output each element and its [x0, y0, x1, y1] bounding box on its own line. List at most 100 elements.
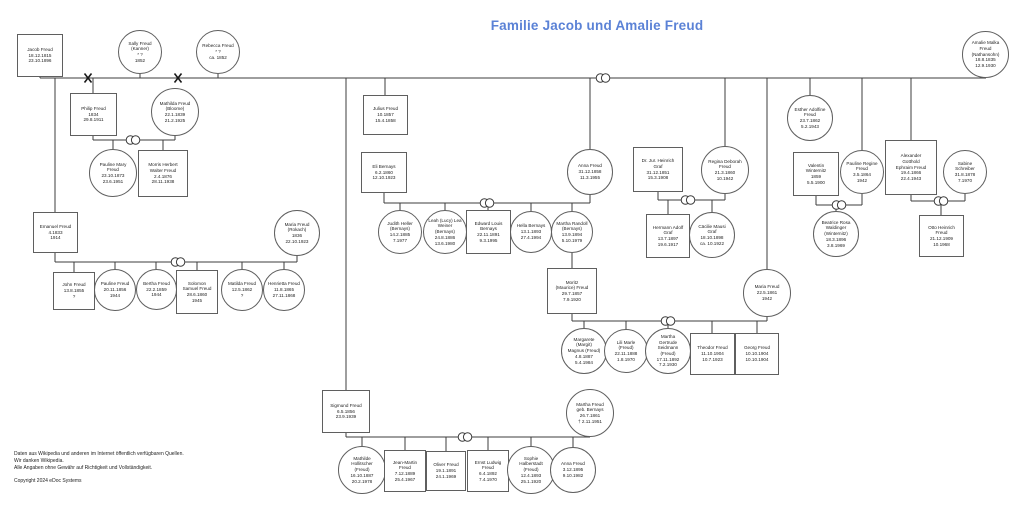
person-label-line: 18.3.1896 — [825, 236, 847, 242]
person-label-line: 6.5.1856 — [337, 408, 355, 414]
person-label-line: ca. 10.1922 — [699, 240, 724, 246]
person-label-line: ? — [72, 293, 76, 299]
person-label-line: Pauline Mary — [99, 161, 127, 167]
person-label-line: 13.9.1894 — [561, 232, 583, 237]
person-label-line: 2.4.1876 — [154, 173, 172, 179]
person-label-line: 27.4.1994 — [520, 234, 542, 240]
person-label-line: Georg Freud — [743, 345, 771, 351]
person-label-line: Pauline Freud — [100, 281, 130, 287]
person-label-line: 18.12.1815 — [28, 52, 52, 58]
person-label-line: Maria Freud — [754, 284, 780, 290]
person-label-line: 29.8.1911 — [83, 117, 104, 123]
person-label-line: 26.7.1861 — [579, 413, 601, 418]
person-label-line: (Bernays) — [390, 226, 410, 232]
person-label-line: Weiner — [437, 223, 453, 229]
person-label-line: Freud — [979, 45, 992, 51]
person-label-line: 5.2.1943 — [801, 123, 819, 129]
person-label-line: Otto Heinrich — [928, 224, 955, 230]
person-label-line: 12.4.1893 — [520, 472, 542, 478]
person-label-line: Gertrude — [658, 339, 678, 345]
person-label-line: 17.11.1892 — [656, 356, 680, 362]
person-label-line: 7.2.1930 — [659, 362, 677, 368]
person-label-line: Theodor Freud — [697, 345, 728, 351]
person-label-line: 22.11.1891 — [477, 232, 500, 237]
person-label-line: 13.8.1855 — [63, 288, 85, 294]
person-label-line: 7.12.1889 — [394, 471, 416, 476]
person-label-line: Freud — [481, 465, 494, 471]
person-label-line: 28.6.1860 — [186, 292, 208, 297]
person-label-line: 27.11.1868 — [272, 292, 296, 298]
person-label-line: 1944 — [151, 292, 162, 298]
person-label-line: 1944 — [109, 292, 121, 298]
person-label-line: Sabine — [957, 160, 973, 166]
person-label-line: 13.7.1897 — [657, 236, 679, 241]
source-attribution-line: Daten aus Wikipedia und anderen im Inter… — [14, 451, 184, 457]
person-label-line: 12.10.1923 — [372, 175, 396, 181]
person-label-line: 7.1970 — [957, 177, 973, 183]
person-label-line: 31.12.1858 — [578, 169, 602, 175]
source-attribution-line: Wir danken Wikipedia. — [14, 458, 64, 464]
marriage-rings-icon — [125, 135, 141, 145]
person-label-line: (Bloome) — [165, 106, 185, 112]
x-mark-icon — [173, 73, 183, 83]
person-label-line: 7.1977 — [392, 237, 408, 243]
person-label-line: 12.5.1862 — [231, 287, 253, 293]
person-label-line: Bertha Freud — [143, 280, 170, 286]
person-label-line: (Kanner) — [131, 46, 149, 52]
person-label-line: 1942 — [761, 295, 773, 301]
person-label-line: Esther Adolfine — [794, 106, 826, 112]
marriage-rings-icon — [680, 195, 696, 205]
person-label-line: Hermann Adolf — [652, 224, 684, 230]
person-label-line: 1945 — [191, 297, 203, 303]
person-label-line: Hollitscher — [351, 461, 373, 467]
person-label-line: (Freud) — [618, 345, 634, 351]
person-label-line: 13.6.1980 — [434, 240, 456, 246]
person-label-line: Mathilde — [353, 455, 371, 461]
person-label-line: Freud — [398, 465, 411, 471]
person-label-line: 18.10.1898 — [700, 235, 724, 240]
person-label-line: Freud — [935, 230, 948, 236]
person-label-line: Alexander — [900, 153, 922, 159]
person-label-line: 22.1.1839 — [164, 112, 186, 117]
person-label-line: 23.10.1896 — [28, 58, 52, 64]
person-label-line: Seidmann — [657, 345, 679, 351]
person-label-line: 4.1833 — [48, 229, 63, 235]
person-label-line: Edward Louis — [474, 220, 503, 226]
person-label-line: 5.4.1984 — [575, 359, 593, 365]
person-label-line: 3.5.1864 — [853, 172, 871, 177]
person-label-line: Winternitz — [805, 168, 827, 174]
person-label-line: Walter Freud — [149, 167, 177, 173]
person-label-line: (Freud) — [523, 467, 539, 473]
person-label-line: Matilda Freud — [227, 281, 257, 287]
person-label-line: 10.10.1904 — [745, 351, 769, 357]
person-label-line: 19.4.1866 — [900, 170, 922, 176]
marriage-rings-icon — [831, 200, 847, 210]
person-label-line: 1914 — [50, 235, 61, 241]
person-label-line: Freud — [803, 112, 816, 118]
person-label-line: 10.1942 — [716, 175, 734, 181]
person-label-line: 6.2.1860 — [375, 169, 393, 175]
person-label-line: 19.1.1891 — [435, 468, 457, 474]
person-label-line: Martha Freud — [576, 401, 604, 407]
person-label-line: 9.3.1995 — [479, 237, 498, 243]
